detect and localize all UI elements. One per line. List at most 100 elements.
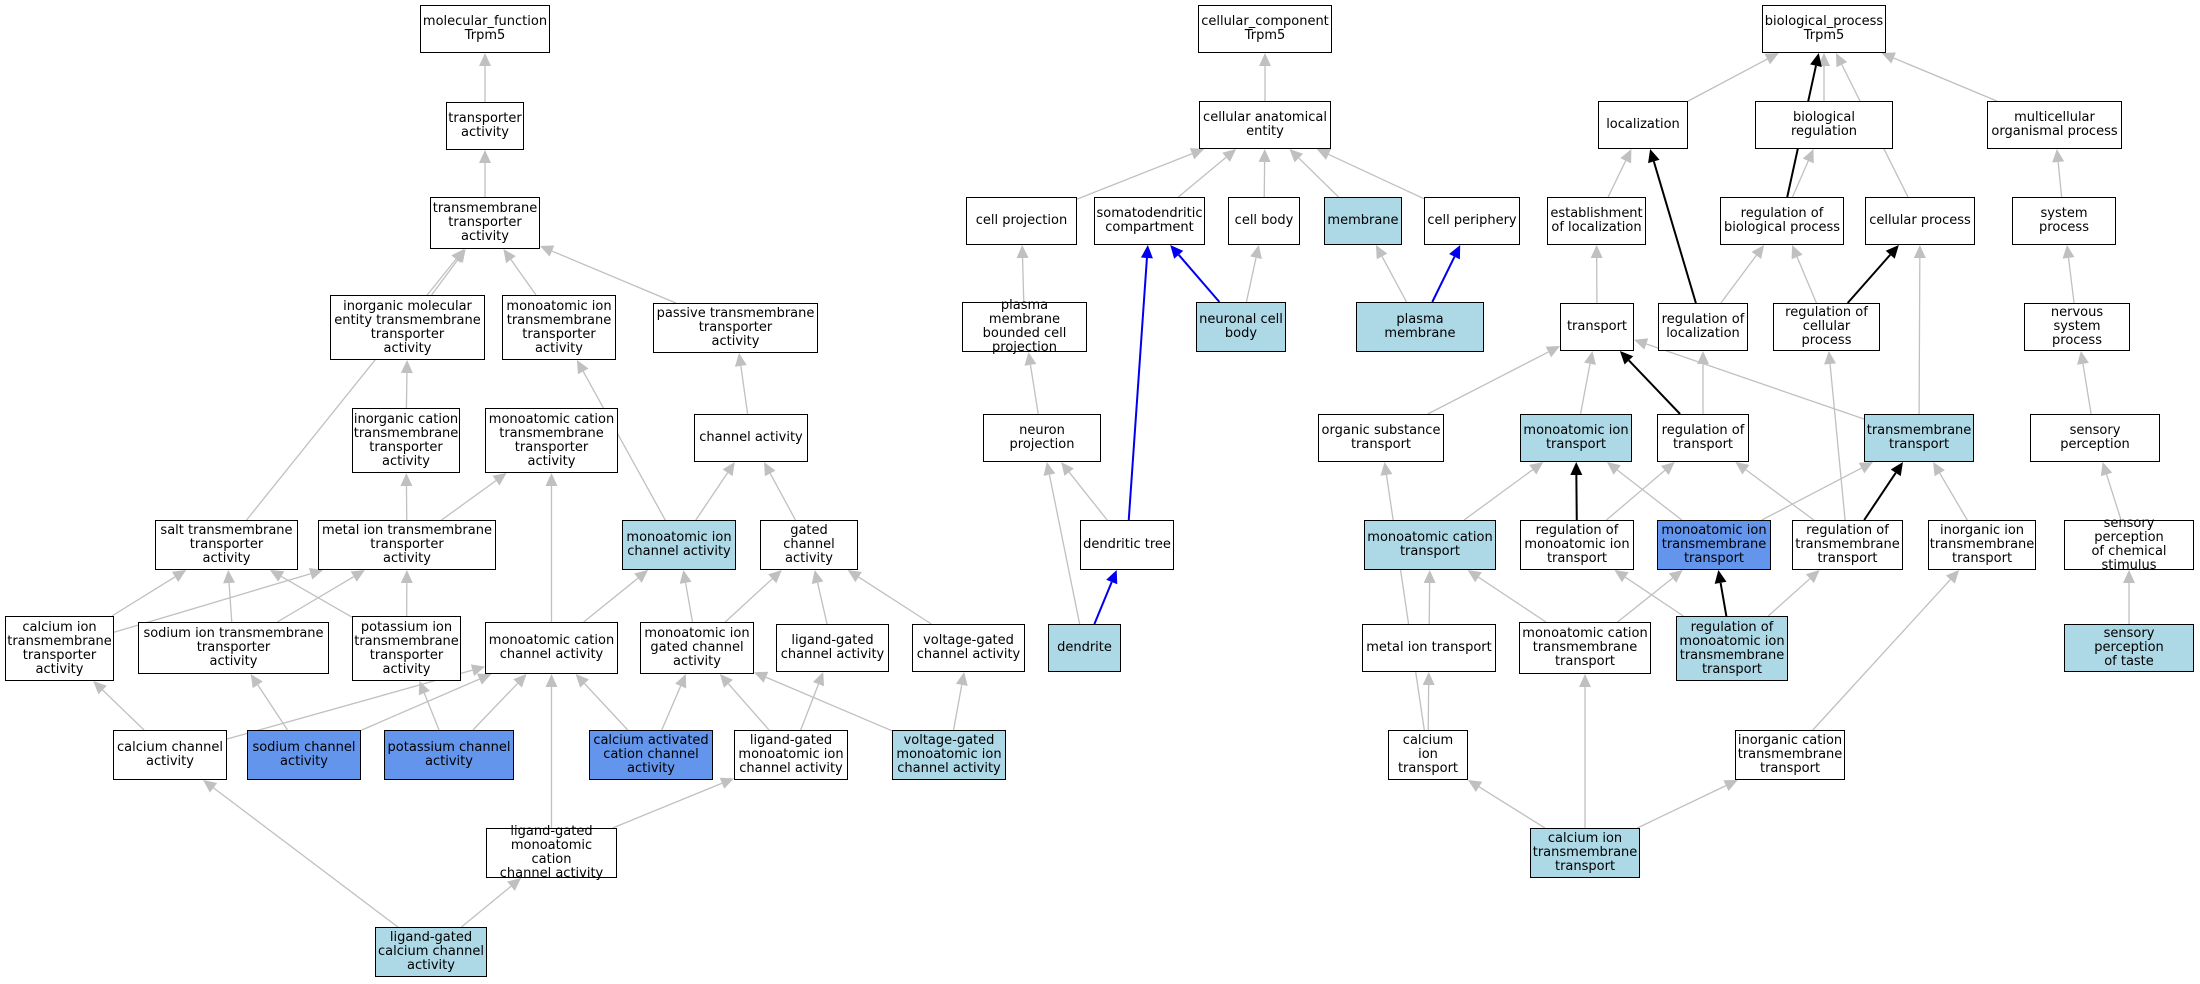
node-inorganic-cation-tm[interactable]: inorganic cation transmembrane transport…	[352, 408, 460, 473]
node-monoatomic-ion-tm-transport[interactable]: monoatomic ion transmembrane transport	[1657, 520, 1771, 570]
node-gated-channel[interactable]: gated channel activity	[760, 520, 858, 570]
node-sensory-perception-taste[interactable]: sensory perception of taste	[2064, 624, 2194, 672]
node-inorganic-ion-tm-transport[interactable]: inorganic ion transmembrane transport	[1928, 520, 2036, 570]
node-calcium-ion-transport[interactable]: calcium ion transport	[1388, 730, 1468, 780]
node-monoatomic-ion-channel[interactable]: monoatomic ion channel activity	[622, 520, 736, 570]
node-transmembrane-transport[interactable]: transmembrane transport	[1864, 414, 1974, 462]
arrowhead-regulation_tm_transport-to-regulation_transport	[1735, 462, 1750, 475]
node-inorganic-molecular-tm[interactable]: inorganic molecular entity transmembrane…	[330, 295, 485, 360]
node-nervous-system-process[interactable]: nervous system process	[2024, 303, 2130, 351]
node-channel-activity[interactable]: channel activity	[694, 414, 808, 462]
arrowhead-transport-to-establishment_localization	[1590, 245, 1603, 259]
node-metal-ion-tm[interactable]: metal ion transmembrane transporter acti…	[318, 520, 496, 570]
node-voltage-gated-channel[interactable]: voltage-gated channel activity	[912, 624, 1025, 672]
node-membrane[interactable]: membrane	[1324, 197, 1402, 245]
node-transporter-activity[interactable]: transporter activity	[446, 102, 524, 150]
arrowhead-gated_channel-to-channel_activity	[764, 462, 776, 477]
edge-ligand_gated_calcium-to-calcium_channel	[213, 787, 399, 928]
edge-multicellular_process-to-bp_root	[1893, 57, 1998, 102]
arrowhead-calcium_ion_transport-to-metal_ion_transport	[1422, 672, 1435, 686]
node-regulation-transport[interactable]: regulation of transport	[1657, 414, 1749, 462]
node-voltage-gated-monoatomic-ion[interactable]: voltage-gated monoatomic ion channel act…	[892, 730, 1006, 780]
edge-dendritic_tree-to-neuron_projection	[1068, 471, 1108, 521]
edge-membrane-to-cellular_anatomical_entity	[1298, 157, 1339, 198]
arrowhead-potassium_ion_tm-to-metal_ion_tm	[400, 570, 413, 584]
node-monoatomic-ion-transport[interactable]: monoatomic ion transport	[1520, 414, 1632, 462]
node-plasma-membrane-bounded[interactable]: plasma membrane bounded cell projection	[962, 299, 1087, 355]
edge-neuron_projection-to-plasma_membrane_bounded	[1029, 364, 1039, 415]
arrowhead-biological_regulation-to-bp_root	[1818, 53, 1830, 66]
node-salt-tm[interactable]: salt transmembrane transporter activity	[155, 520, 298, 570]
node-neuron-projection[interactable]: neuron projection	[983, 414, 1101, 462]
arrowhead-calcium_ion_tm_transport-to-inorganic_cation_tm_transport	[1723, 780, 1738, 792]
edge-regulation_monoatomic_ion_tm_transport-to-monoatomic_ion_tm_transport	[1719, 582, 1728, 617]
node-calcium-channel[interactable]: calcium channel activity	[113, 730, 227, 780]
arrowhead-calcium_ion_tm-to-salt_tm	[171, 570, 187, 582]
node-cell-projection[interactable]: cell projection	[966, 197, 1077, 245]
node-calcium-activated-cation[interactable]: calcium activated cation channel activit…	[589, 730, 713, 780]
node-plasma-membrane[interactable]: plasma membrane	[1356, 302, 1484, 352]
arrowhead-monoatomic_cation_channel-to-monoatomic_ion_channel	[634, 570, 649, 583]
arrowhead-passive_tm-to-tm_transporter_activity	[540, 245, 555, 257]
edge-plasma_membrane_bounded-to-cell_projection	[1021, 257, 1025, 303]
edge-transmembrane_transport-to-transport	[1646, 343, 1865, 420]
node-sodium-ion-tm[interactable]: sodium ion transmembrane transporter act…	[138, 622, 329, 674]
node-monoatomic-cation-transport[interactable]: monoatomic cation transport	[1364, 520, 1496, 570]
edge-dendritic_tree-to-somatodendritic	[1127, 257, 1148, 521]
node-establishment-localization[interactable]: establishment of localization	[1547, 197, 1646, 245]
arrowhead-neuron_projection-to-plasma_membrane_bounded	[1024, 352, 1037, 366]
node-cellular-process[interactable]: cellular process	[1865, 197, 1975, 245]
node-sensory-perception[interactable]: sensory perception	[2030, 414, 2160, 462]
node-sensory-perception-chemical[interactable]: sensory perception of chemical stimulus	[2064, 517, 2194, 573]
node-tm-transporter-activity[interactable]: transmembrane transporter activity	[430, 197, 540, 249]
node-inorganic-cation-tm-transport[interactable]: inorganic cation transmembrane transport	[1735, 730, 1845, 780]
node-localization[interactable]: localization	[1598, 101, 1688, 149]
node-dendritic-tree[interactable]: dendritic tree	[1080, 520, 1174, 570]
node-monoatomic-ion-gated[interactable]: monoatomic ion gated channel activity	[640, 622, 754, 674]
node-regulation-tm-transport[interactable]: regulation of transmembrane transport	[1792, 520, 1903, 570]
node-multicellular-process[interactable]: multicellular organismal process	[1987, 101, 2122, 149]
node-sodium-channel[interactable]: sodium channel activity	[247, 730, 361, 780]
node-mf-root[interactable]: molecular_function Trpm5	[420, 5, 550, 53]
arrowhead-salt_tm-to-tm_transporter_activity	[451, 249, 465, 263]
edge-monoatomic_ion_tm_transport-to-transmembrane_transport	[1761, 467, 1862, 521]
node-system-process[interactable]: system process	[2012, 197, 2116, 245]
node-monoatomic-cation-tm-transport[interactable]: monoatomic cation transmembrane transpor…	[1519, 622, 1651, 674]
node-ligand-gated-calcium[interactable]: ligand-gated calcium channel activity	[375, 927, 487, 977]
node-regulation-biological-process[interactable]: regulation of biological process	[1720, 197, 1844, 245]
node-regulation-monoatomic-ion-tm-transport[interactable]: regulation of monoatomic ion transmembra…	[1676, 616, 1788, 681]
arrowhead-monoatomic_ion_transport-to-transport	[1584, 351, 1596, 365]
node-ligand-gated-channel[interactable]: ligand-gated channel activity	[776, 624, 889, 672]
node-potassium-channel[interactable]: potassium channel activity	[384, 730, 514, 780]
node-ligand-gated-monoatomic-ion[interactable]: ligand-gated monoatomic ion channel acti…	[734, 730, 848, 780]
node-organic-substance-transport[interactable]: organic substance transport	[1318, 414, 1444, 462]
node-somatodendritic[interactable]: somatodendritic compartment	[1094, 197, 1205, 245]
node-transport[interactable]: transport	[1560, 303, 1634, 351]
node-monoatomic-ion-tm[interactable]: monoatomic ion transmembrane transporter…	[502, 295, 616, 360]
node-dendrite[interactable]: dendrite	[1048, 624, 1121, 672]
node-potassium-ion-tm[interactable]: potassium ion transmembrane transporter …	[352, 616, 461, 681]
arrowhead-calcium_activated_cation-to-monoatomic_ion_gated	[675, 674, 687, 689]
edge-nervous_system_process-to-system_process	[2067, 257, 2075, 304]
node-monoatomic-cation-channel[interactable]: monoatomic cation channel activity	[485, 622, 618, 674]
node-neuronal-cell-body[interactable]: neuronal cell body	[1196, 302, 1286, 352]
node-regulation-localization[interactable]: regulation of localization	[1658, 303, 1748, 351]
node-metal-ion-transport[interactable]: metal ion transport	[1362, 624, 1496, 672]
node-passive-tm[interactable]: passive transmembrane transporter activi…	[653, 303, 818, 353]
node-calcium-ion-tm-transport[interactable]: calcium ion transmembrane transport	[1530, 828, 1640, 878]
node-biological-regulation[interactable]: biological regulation	[1755, 101, 1893, 149]
edge-sodium_ion_tm-to-metal_ion_tm	[276, 576, 355, 623]
node-cellular-anatomical-entity[interactable]: cellular anatomical entity	[1199, 101, 1331, 149]
node-cell-body[interactable]: cell body	[1228, 197, 1300, 245]
node-regulation-monoatomic-ion-transport[interactable]: regulation of monoatomic ion transport	[1520, 520, 1634, 570]
node-regulation-cellular-process[interactable]: regulation of cellular process	[1773, 303, 1880, 351]
node-cc-root[interactable]: cellular_component Trpm5	[1198, 5, 1332, 53]
arrowhead-ligand_gated_monoatomic_cation-to-monoatomic_cation_channel	[545, 674, 558, 687]
node-cell-periphery[interactable]: cell periphery	[1424, 197, 1520, 245]
node-bp-root[interactable]: biological_process Trpm5	[1762, 5, 1886, 53]
arrowhead-potassium_channel-to-monoatomic_cation_channel	[513, 674, 527, 688]
arrowhead-membrane-to-cellular_anatomical_entity	[1289, 149, 1303, 163]
node-monoatomic-cation-tm[interactable]: monoatomic cation transmembrane transpor…	[485, 408, 618, 473]
node-calcium-ion-tm[interactable]: calcium ion transmembrane transporter ac…	[5, 616, 114, 681]
node-ligand-gated-monoatomic-cation[interactable]: ligand-gated monoatomic cation channel a…	[486, 825, 617, 881]
